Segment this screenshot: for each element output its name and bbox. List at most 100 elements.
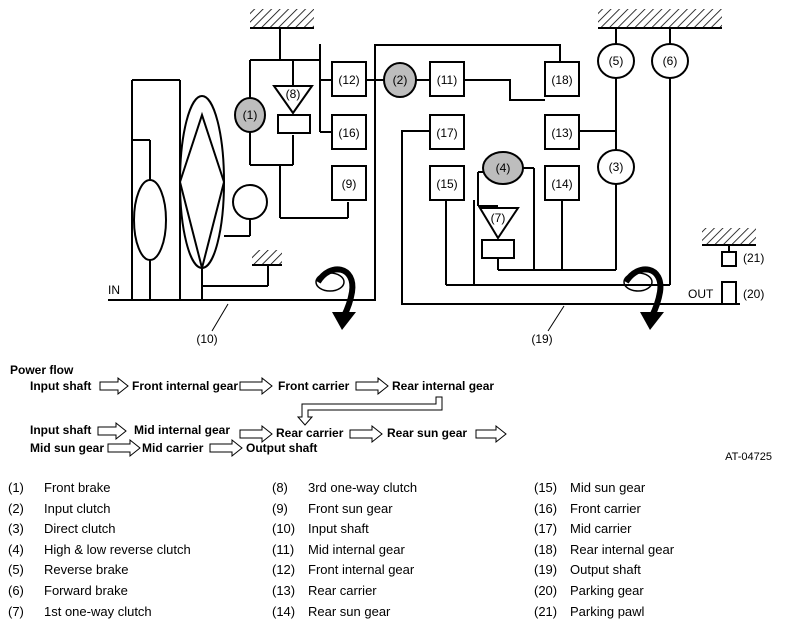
flow-step: Mid internal gear — [134, 423, 231, 437]
flow-step: Input shaft — [30, 423, 92, 437]
label-3: (3) — [609, 160, 624, 174]
flow-arrow — [209, 438, 243, 458]
flow-arrow — [97, 421, 127, 441]
legend-item-number: (16) — [534, 500, 558, 516]
block-1st-one-way-clutch — [481, 239, 515, 259]
legend-item-text: Mid sun gear — [570, 480, 646, 495]
label-1: (1) — [243, 108, 258, 122]
legend-item-text: Reverse brake — [44, 562, 129, 578]
legend-item-number: (12) — [272, 562, 296, 578]
legend-item-number: (8) — [272, 480, 288, 495]
box-mid-internal-gear — [429, 61, 465, 97]
label-19: (19) — [531, 332, 552, 346]
box-mid-sun-gear — [429, 165, 465, 201]
label-8: (8) — [286, 87, 301, 101]
legend-item-number: (5) — [8, 562, 24, 578]
legend: (1)Front brake(2)Input clutch(3)Direct c… — [0, 480, 788, 625]
legend-item-number: (3) — [8, 521, 24, 537]
legend-item-number: (14) — [272, 603, 296, 619]
front-planetary-ring — [179, 95, 225, 269]
label-6: (6) — [663, 54, 678, 68]
direct-clutch-circle — [597, 149, 635, 185]
box-parking-pawl — [721, 251, 737, 267]
document-id: AT-04725 — [725, 451, 772, 463]
label-13: (13) — [551, 126, 572, 140]
legend-item-text: Input clutch — [44, 500, 111, 516]
legend-item-number: (21) — [534, 603, 558, 619]
label-18: (18) — [551, 73, 572, 87]
flow-arrow — [349, 424, 383, 444]
flow-arrow — [99, 376, 129, 396]
flow-step: Mid sun gear — [30, 441, 105, 455]
legend-item-number: (6) — [8, 583, 24, 598]
label-12: (12) — [338, 73, 359, 87]
legend-item-number: (17) — [534, 521, 558, 537]
front-brake-circle — [234, 97, 266, 133]
ground-hatch-top-right — [598, 9, 722, 27]
legend-item-text: High & low reverse clutch — [44, 541, 191, 557]
legend-item-text: Mid carrier — [570, 521, 632, 537]
box-parking-gear — [721, 281, 737, 305]
legend-item-text: Rear internal gear — [570, 541, 675, 557]
legend-item-text: Parking gear — [570, 583, 644, 598]
block-3rd-one-way-clutch — [277, 114, 311, 134]
legend-item-text: Front internal gear — [308, 562, 415, 578]
ground-hatch-top-left — [250, 9, 314, 27]
legend-item-number: (7) — [8, 603, 24, 619]
legend-item-text: Forward brake — [44, 583, 128, 598]
legend-item-number: (13) — [272, 583, 296, 598]
flow-connector — [296, 396, 443, 426]
legend-item-text: Front sun gear — [308, 500, 393, 516]
legend-item-number: (20) — [534, 583, 558, 598]
flow-step: Front carrier — [278, 379, 350, 393]
label-10: (10) — [196, 332, 217, 346]
legend-item-text: Front brake — [44, 480, 111, 495]
legend-item-text: 3rd one-way clutch — [308, 480, 418, 495]
ground-hatch-parking — [702, 228, 756, 244]
box-rear-internal-gear — [544, 61, 580, 97]
legend-item-text: Front carrier — [570, 500, 641, 516]
label-20: (20) — [743, 287, 764, 301]
label-15: (15) — [436, 177, 457, 191]
box-mid-carrier — [429, 114, 465, 150]
label-in: IN — [108, 283, 120, 297]
legend-item-text: Mid internal gear — [308, 541, 405, 557]
flow-arrow — [355, 376, 389, 396]
flow-step: Output shaft — [246, 441, 318, 455]
reverse-brake-circle — [597, 43, 635, 79]
label-5: (5) — [609, 54, 624, 68]
label-16: (16) — [338, 126, 359, 140]
legend-item-text: Output shaft — [570, 562, 641, 578]
box-front-sun-gear — [331, 165, 367, 201]
rotation-arrow-output — [623, 266, 664, 330]
rotation-arrow-input — [315, 266, 356, 330]
flow-arrow — [475, 424, 507, 444]
legend-item-text: 1st one-way clutch — [44, 603, 152, 619]
front-planetary-sun — [232, 184, 268, 220]
box-rear-carrier — [544, 114, 580, 150]
label-21: (21) — [743, 251, 764, 265]
legend-item-number: (11) — [272, 541, 295, 557]
box-rear-sun-gear — [544, 165, 580, 201]
box-front-carrier — [331, 114, 367, 150]
input-clutch-circle — [383, 62, 417, 98]
power-flow-section: Power flow Input shaft Front internal ge… — [0, 355, 788, 470]
flow-step: Rear sun gear — [387, 426, 468, 440]
legend-item-number: (15) — [534, 480, 558, 495]
legend-item-number: (19) — [534, 562, 558, 578]
legend-item-number: (9) — [272, 500, 288, 516]
flow-arrow — [239, 424, 273, 444]
legend-item-number: (4) — [8, 541, 24, 557]
flow-arrow — [107, 438, 141, 458]
triangle-3rd-one-way-clutch — [272, 85, 314, 115]
flow-step: Mid carrier — [142, 441, 204, 455]
legend-item-text: Direct clutch — [44, 521, 116, 537]
power-flow-arrows — [97, 376, 507, 458]
legend-item-number: (18) — [534, 541, 558, 557]
input-clutch-drum — [133, 179, 167, 261]
legend-item-text: Rear sun gear — [308, 603, 391, 619]
flow-step: Front internal gear — [132, 379, 239, 393]
label-7: (7) — [491, 211, 506, 225]
label-11: (11) — [437, 73, 457, 87]
label-2: (2) — [393, 73, 408, 87]
